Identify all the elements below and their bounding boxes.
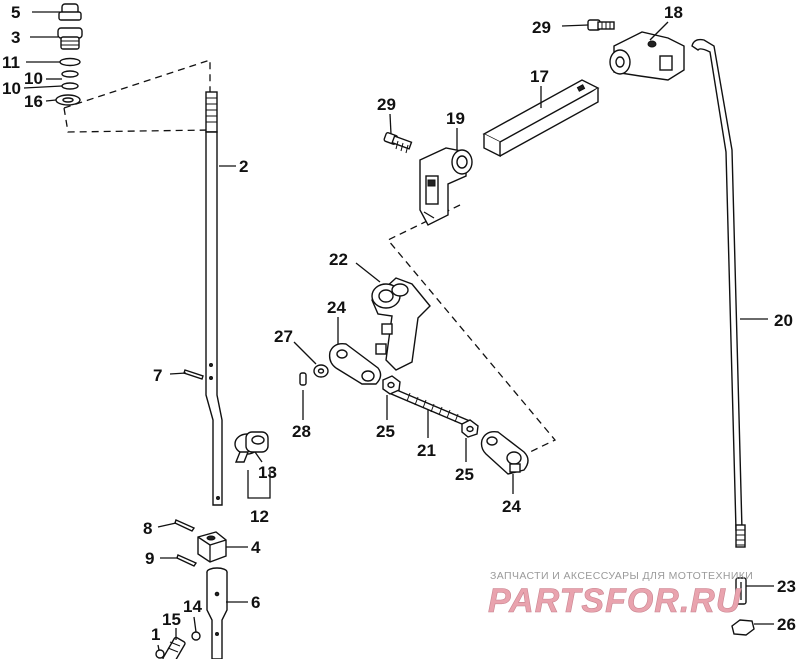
callout-12: 12	[250, 507, 269, 526]
callout-13: 13	[258, 463, 277, 482]
callout-23: 23	[777, 577, 796, 596]
callout-22: 22	[329, 250, 348, 269]
callout-1: 1	[151, 625, 160, 644]
watermark-caption: ЗАПЧАСТИ И АКСЕССУАРЫ ДЛЯ МОТОТЕХНИКИ	[490, 570, 753, 582]
threaded-rod-21	[387, 387, 474, 428]
callout-25-right: 25	[455, 465, 474, 484]
leader-8	[157, 522, 177, 528]
bolt-29-left	[383, 132, 413, 154]
nut-25-right	[461, 419, 479, 438]
ball-1	[155, 649, 165, 659]
callout-2: 2	[239, 157, 248, 176]
callout-26: 26	[777, 615, 796, 634]
leader-18	[649, 21, 669, 41]
cotter-pin-28	[299, 372, 307, 386]
leader-10b	[23, 85, 63, 89]
callout-20: 20	[774, 311, 793, 330]
callout-10-lower: 10	[2, 79, 21, 98]
callout-5: 5	[11, 3, 20, 22]
leader-29-top	[561, 24, 589, 27]
callout-24-lower: 24	[502, 497, 521, 516]
square-rod-17	[482, 79, 600, 158]
callout-6: 6	[251, 593, 260, 612]
callout-3: 3	[11, 28, 20, 47]
threaded-bushing-3	[57, 27, 83, 50]
nut-26	[731, 619, 755, 636]
leader-16	[45, 99, 57, 102]
washer-27	[313, 364, 329, 378]
washer-10-upper	[61, 70, 79, 78]
callout-25-left: 25	[376, 422, 395, 441]
shift-shaft-2	[205, 91, 223, 506]
callout-10-upper: 10	[24, 69, 43, 88]
leader-27	[293, 341, 317, 365]
retainer-16	[55, 94, 81, 106]
leader-29-left	[389, 113, 392, 135]
bellcrank-19	[419, 147, 473, 226]
callout-29-left: 29	[377, 95, 396, 114]
callout-18: 18	[664, 3, 683, 22]
bracket-12-leader	[247, 470, 271, 499]
washer-10-lower	[61, 82, 79, 90]
callout-24-upper: 24	[327, 298, 346, 317]
ball-14	[191, 631, 201, 641]
callout-16: 16	[24, 92, 43, 111]
leader-14	[193, 616, 197, 633]
cap-nut-5	[58, 3, 82, 21]
pivot-bracket-18	[609, 31, 685, 81]
clamp-13	[234, 431, 269, 463]
pin-8	[174, 519, 196, 532]
leader-13	[254, 451, 263, 463]
link-arm-24-lower	[480, 430, 529, 475]
pin-7	[183, 369, 204, 380]
nut-25-left	[382, 375, 401, 395]
shift-lever-22	[371, 277, 431, 371]
watermark-logo: PARTSFOR.RU	[488, 582, 742, 620]
spring-15	[162, 636, 186, 659]
pin-9	[176, 554, 198, 567]
callout-21: 21	[417, 441, 436, 460]
connector-block-4	[197, 531, 227, 563]
assembly-dash-19-to-24	[386, 204, 557, 453]
bolt-29-top	[587, 19, 615, 31]
callout-14: 14	[183, 597, 202, 616]
o-ring-11	[59, 57, 81, 67]
callout-17: 17	[530, 67, 549, 86]
callout-29-top: 29	[532, 18, 551, 37]
clevis-23	[735, 577, 747, 605]
assembly-dash-top-left	[63, 59, 213, 133]
link-arm-24-upper	[328, 342, 382, 385]
callout-19: 19	[446, 109, 465, 128]
callout-15: 15	[162, 610, 181, 629]
leader-22	[355, 262, 381, 283]
lower-shift-shaft-6	[206, 567, 228, 659]
callout-27: 27	[274, 327, 293, 346]
long-rod-20	[691, 38, 746, 548]
callout-7: 7	[153, 366, 162, 385]
leader-1	[157, 644, 160, 651]
callout-8: 8	[143, 519, 152, 538]
leader-7	[169, 372, 187, 375]
callout-4: 4	[251, 538, 261, 557]
callout-9: 9	[145, 549, 154, 568]
callout-11: 11	[2, 53, 20, 72]
callout-28: 28	[292, 422, 311, 441]
